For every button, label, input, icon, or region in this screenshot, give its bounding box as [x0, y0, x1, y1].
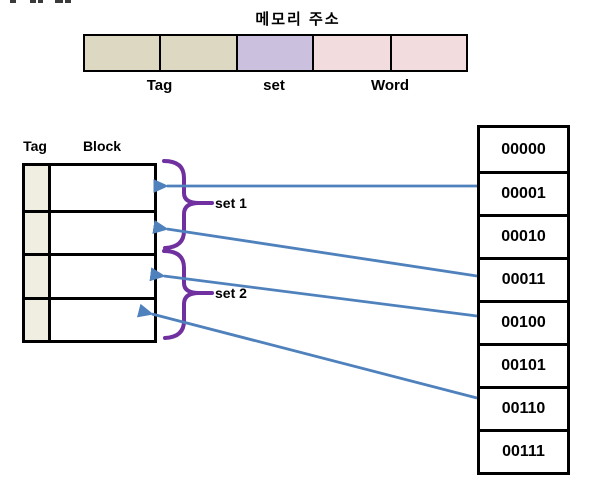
cache-line-3-block-cell — [51, 256, 154, 297]
cache-line-3-tag-cell — [25, 256, 51, 297]
clipped-text-fragment — [65, 0, 71, 3]
cache-header-block: Block — [82, 138, 122, 154]
memory-cell-00110: 00110 — [480, 386, 567, 429]
mapping-arrow-00110-to-line4 — [136, 303, 478, 400]
memory-cell-00100: 00100 — [480, 300, 567, 343]
address-segment-tag-1 — [83, 34, 161, 72]
cache-table — [22, 163, 157, 343]
cache-line-2-tag-cell — [25, 212, 51, 253]
memory-cell-00011: 00011 — [480, 257, 567, 300]
memory-address-title: 메모리 주소 — [255, 11, 341, 28]
set1-brace — [162, 159, 214, 250]
memory-cell-00000: 00000 — [480, 128, 567, 171]
memory-cell-00001: 00001 — [480, 171, 567, 214]
address-segment-word-1 — [312, 34, 392, 72]
mapping-arrow-00011-to-line2 — [152, 220, 478, 278]
clipped-text-fragment — [10, 0, 16, 3]
cache-line-3 — [25, 253, 154, 297]
memory-cell-00101: 00101 — [480, 343, 567, 386]
set2-label: set 2 — [215, 285, 247, 301]
cache-line-4-tag-cell — [25, 299, 51, 340]
cache-line-2-block-cell — [51, 212, 154, 253]
address-segment-set — [236, 34, 314, 72]
memory-cell-00010: 00010 — [480, 214, 567, 257]
cache-line-2 — [25, 209, 154, 253]
cache-line-1-block-cell — [51, 166, 154, 210]
cache-header-tag: Tag — [23, 138, 47, 154]
clipped-text-fragment — [55, 0, 63, 3]
clipped-text-fragment — [30, 0, 36, 3]
address-segment-word-2 — [390, 34, 468, 72]
cache-line-4 — [25, 296, 154, 340]
address-format-bar — [83, 34, 468, 72]
field-label-set: set — [263, 77, 285, 94]
clipped-text-fragment — [38, 0, 43, 3]
mapping-arrow-00100-to-line3 — [149, 267, 478, 318]
set1-label: set 1 — [215, 195, 247, 211]
memory-column: 00000 00001 00010 00011 00100 00101 0011… — [477, 125, 570, 475]
field-label-tag: Tag — [146, 77, 173, 94]
address-segment-tag-2 — [159, 34, 238, 72]
field-label-word: Word — [370, 77, 410, 94]
cache-line-4-block-cell — [51, 299, 154, 340]
set2-brace — [162, 249, 214, 340]
cache-line-1-tag-cell — [25, 166, 51, 210]
memory-cell-00111: 00111 — [480, 429, 567, 472]
cache-line-1 — [25, 166, 154, 210]
